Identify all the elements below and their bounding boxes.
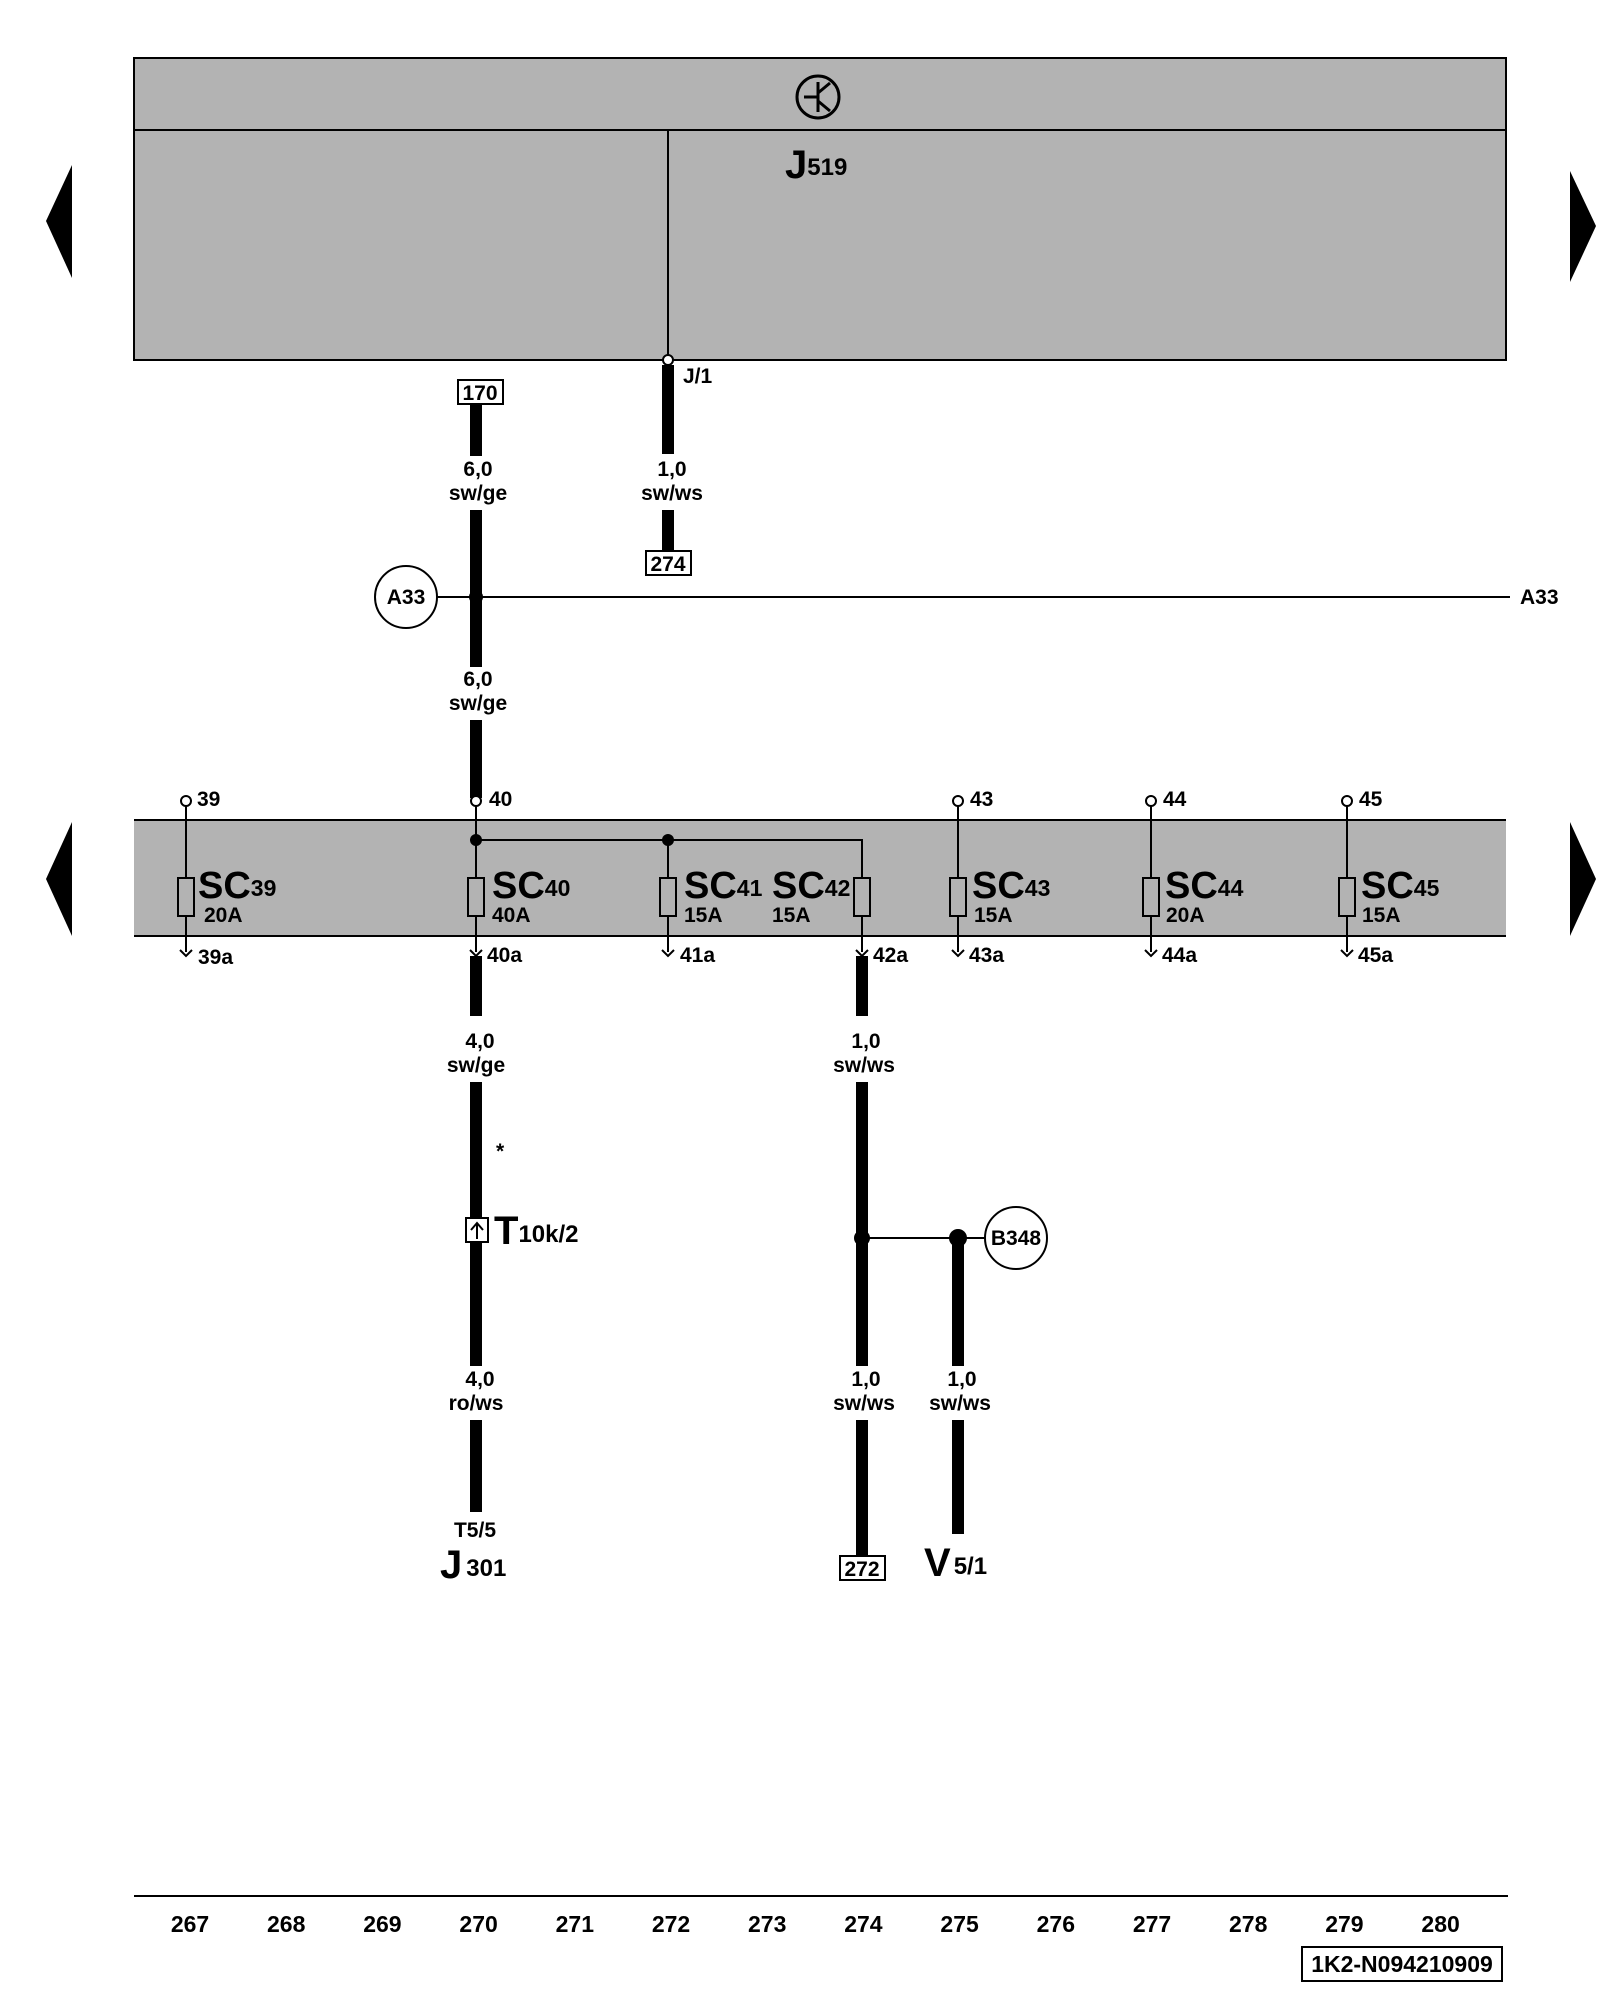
electronic-symbol-icon bbox=[795, 74, 841, 120]
fuse-sc42[interactable] bbox=[853, 877, 871, 917]
svg-text:45a: 45a bbox=[1358, 944, 1393, 967]
doc-id: 1K2-N094210909 bbox=[1311, 1951, 1493, 1977]
svg-text:274: 274 bbox=[650, 553, 685, 576]
fuse-sc41[interactable] bbox=[659, 877, 677, 917]
svg-text:45: 45 bbox=[1359, 788, 1383, 811]
column-number: 271 bbox=[556, 1911, 595, 1937]
svg-text:SC44: SC44 bbox=[1165, 865, 1244, 907]
column-number: 280 bbox=[1421, 1911, 1459, 1937]
splice-b348-label: B348 bbox=[991, 1227, 1042, 1250]
svg-text:20A: 20A bbox=[204, 904, 243, 927]
svg-text:272: 272 bbox=[844, 1558, 879, 1581]
column-number: 269 bbox=[363, 1911, 401, 1937]
svg-text:42a: 42a bbox=[873, 944, 908, 967]
ref-box-272[interactable] bbox=[839, 1555, 886, 1581]
nav-right-lower-arrow-icon[interactable] bbox=[1570, 822, 1596, 936]
column-number: 276 bbox=[1037, 1911, 1075, 1937]
wire-color: sw/ge bbox=[449, 692, 507, 715]
splice-a33-right-label: A33 bbox=[1520, 586, 1559, 609]
wire-color: sw/ws bbox=[833, 1054, 895, 1077]
column-number: 273 bbox=[748, 1911, 786, 1937]
fuse-sc40[interactable] bbox=[467, 877, 485, 917]
svg-text:40: 40 bbox=[489, 788, 512, 811]
nav-left-lower-arrow-icon[interactable] bbox=[46, 822, 72, 936]
svg-text:44a: 44a bbox=[1162, 944, 1197, 967]
svg-text:40a: 40a bbox=[487, 944, 522, 967]
fuse-top-pins: 39 40 43 44 45 bbox=[180, 788, 1383, 952]
ref-box-274[interactable] bbox=[645, 550, 692, 576]
svg-text:15A: 15A bbox=[772, 904, 811, 927]
wire-size: 1,0 bbox=[657, 458, 686, 481]
wire-color: sw/ge bbox=[447, 1054, 505, 1077]
wire-color: sw/ws bbox=[641, 482, 703, 505]
column-number: 274 bbox=[844, 1911, 883, 1937]
column-number: 278 bbox=[1229, 1911, 1268, 1937]
column-number: 272 bbox=[652, 1911, 690, 1937]
wire-size: 6,0 bbox=[463, 668, 492, 691]
ref-box-170[interactable] bbox=[457, 379, 504, 405]
svg-text:39: 39 bbox=[197, 788, 220, 811]
j301-pin-label: T5/5 bbox=[454, 1519, 496, 1542]
control-unit-box bbox=[133, 57, 1507, 361]
fuse-bottom-pins: 39a 40a 41a 42a 43a 44a 45a bbox=[179, 944, 1393, 969]
wire-color: sw/ge bbox=[449, 482, 507, 505]
splice-a33-label: A33 bbox=[387, 586, 426, 609]
wire-size: 4,0 bbox=[465, 1368, 494, 1391]
svg-text:SC43: SC43 bbox=[972, 865, 1050, 907]
svg-text:SC45: SC45 bbox=[1361, 865, 1440, 907]
pin-j1-label: J/1 bbox=[683, 365, 713, 388]
svg-text:15A: 15A bbox=[1362, 904, 1401, 927]
nav-left-upper-arrow-icon[interactable] bbox=[46, 165, 72, 278]
splice-b348-circle bbox=[984, 1206, 1048, 1270]
svg-text:SC40: SC40 bbox=[492, 865, 570, 907]
control-unit-label: J519 bbox=[785, 143, 847, 187]
wire-size: 1,0 bbox=[851, 1368, 880, 1391]
svg-text:43: 43 bbox=[970, 788, 993, 811]
footnote-asterisk: * bbox=[496, 1140, 505, 1163]
column-number: 279 bbox=[1325, 1911, 1363, 1937]
svg-text:44: 44 bbox=[1163, 788, 1187, 811]
connector-t10k-icon[interactable] bbox=[465, 1217, 489, 1243]
wire-color: sw/ws bbox=[929, 1392, 991, 1415]
svg-text:39a: 39a bbox=[198, 946, 233, 969]
fuse-sc39[interactable] bbox=[177, 877, 195, 917]
column-number: 275 bbox=[940, 1911, 979, 1937]
wire-size: 1,0 bbox=[947, 1368, 976, 1391]
column-number: 277 bbox=[1133, 1911, 1171, 1937]
svg-text:40A: 40A bbox=[492, 904, 531, 927]
svg-text:15A: 15A bbox=[974, 904, 1013, 927]
doc-id-box bbox=[1301, 1946, 1503, 1982]
svg-text:SC42: SC42 bbox=[772, 865, 850, 907]
wire-color: sw/ws bbox=[833, 1392, 895, 1415]
column-numbers: 267 268 269 270 271 272 273 274 275 276 277 278 279 2… bbox=[171, 1911, 1460, 1937]
svg-text:170: 170 bbox=[462, 382, 497, 405]
svg-text:20A: 20A bbox=[1166, 904, 1205, 927]
column-number: 270 bbox=[459, 1911, 497, 1937]
svg-text:43a: 43a bbox=[969, 944, 1004, 967]
wire-size: 4,0 bbox=[465, 1030, 494, 1053]
fuse-sc43[interactable] bbox=[949, 877, 967, 917]
column-number: 268 bbox=[267, 1911, 306, 1937]
wire-size: 1,0 bbox=[851, 1030, 880, 1053]
fuse-sc45[interactable] bbox=[1338, 877, 1356, 917]
wire-size: 6,0 bbox=[463, 458, 492, 481]
wire-color: ro/ws bbox=[449, 1392, 504, 1415]
svg-text:15A: 15A bbox=[684, 904, 723, 927]
nav-right-upper-arrow-icon[interactable] bbox=[1570, 171, 1596, 282]
svg-text:SC41: SC41 bbox=[684, 865, 763, 907]
column-number: 267 bbox=[171, 1911, 209, 1937]
svg-text:41a: 41a bbox=[680, 944, 715, 967]
svg-text:SC39: SC39 bbox=[198, 865, 276, 907]
fuse-labels: SC39 20A SC40 40A SC41 15A SC42 15A SC43… bbox=[198, 865, 1440, 927]
connector-t10k-label: T10k/2 bbox=[494, 1209, 579, 1253]
fuse-sc44[interactable] bbox=[1142, 877, 1160, 917]
